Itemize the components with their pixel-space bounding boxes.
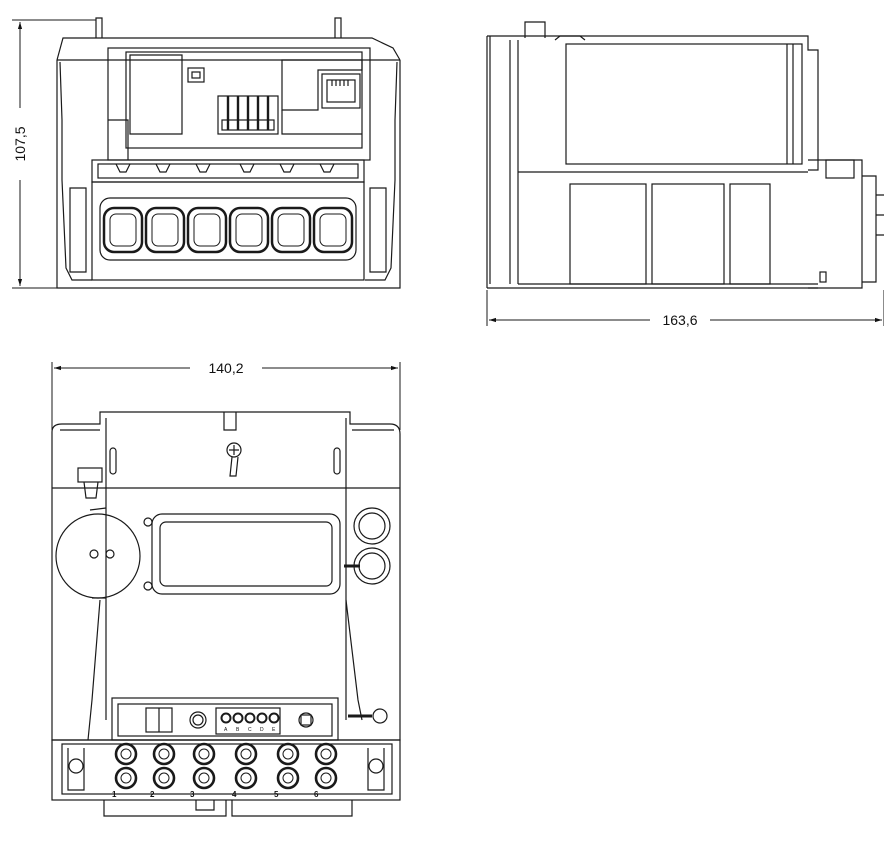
width-dimension-label: 140,2 bbox=[208, 360, 243, 376]
aux-terminal-label-c: C bbox=[248, 727, 252, 733]
terminal-number-3: 3 bbox=[190, 790, 195, 799]
front-terminal-holes bbox=[102, 206, 354, 254]
aux-terminal-label-e: E bbox=[272, 727, 276, 733]
depth-dimension bbox=[486, 290, 884, 326]
round-button-upper bbox=[353, 507, 391, 545]
height-dimension-label: 107,5 bbox=[12, 126, 28, 161]
side-view bbox=[486, 21, 884, 289]
aux-terminal-label-d: D bbox=[260, 727, 264, 733]
width-dimension bbox=[51, 362, 401, 430]
front-view bbox=[56, 17, 401, 289]
terminal-number-1: 1 bbox=[112, 790, 117, 799]
terminal-number-4: 4 bbox=[232, 790, 237, 799]
terminal-number-2: 2 bbox=[150, 790, 155, 799]
depth-dimension-label: 163,6 bbox=[662, 312, 697, 328]
aux-terminal-label-a: A bbox=[224, 727, 228, 733]
terminal-number-6: 6 bbox=[314, 790, 319, 799]
terminal-number-5: 5 bbox=[274, 790, 279, 799]
bottom-terminal-holes bbox=[114, 742, 338, 790]
bottom-view bbox=[51, 411, 401, 817]
seal-screw bbox=[226, 442, 242, 458]
display-window bbox=[151, 513, 341, 595]
aux-terminal-label-b: B bbox=[236, 727, 240, 733]
rj45-port bbox=[321, 73, 361, 109]
height-dimension bbox=[12, 19, 96, 289]
